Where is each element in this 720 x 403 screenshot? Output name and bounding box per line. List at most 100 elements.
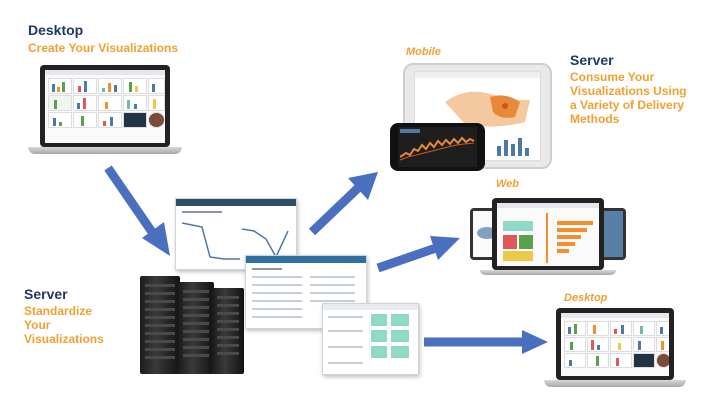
viz-thumb bbox=[633, 337, 655, 352]
rack-slot bbox=[183, 354, 209, 357]
phone-display bbox=[398, 127, 477, 167]
card-line bbox=[252, 300, 302, 302]
laptop-screen bbox=[556, 308, 674, 380]
rack-slot bbox=[217, 336, 239, 339]
viz-thumb bbox=[73, 78, 97, 94]
viz-thumb bbox=[656, 353, 669, 368]
phone bbox=[390, 123, 485, 171]
heatmap-cell bbox=[391, 330, 409, 342]
viz-thumb bbox=[48, 112, 72, 128]
viz-thumb bbox=[587, 337, 609, 352]
app-toolbar bbox=[497, 203, 599, 208]
viz-thumb bbox=[564, 353, 586, 368]
monitor-center-display bbox=[497, 203, 599, 266]
viz-thumb bbox=[123, 112, 147, 128]
rack-slot bbox=[145, 316, 175, 319]
app-toolbar bbox=[415, 72, 540, 78]
arrow-desktop-to-server bbox=[104, 165, 170, 256]
desktop-top-title: Desktop bbox=[28, 22, 84, 38]
viz-thumb bbox=[123, 95, 147, 111]
rack-slot bbox=[145, 300, 175, 303]
viz-thumb bbox=[148, 95, 165, 111]
card-line bbox=[252, 284, 302, 286]
viz-thumb bbox=[610, 321, 632, 336]
arrow-to-mobile bbox=[308, 172, 378, 236]
viz-thumb bbox=[73, 95, 97, 111]
server-left-line-2: Your bbox=[24, 318, 51, 332]
rack-slot bbox=[183, 330, 209, 333]
rack-slot bbox=[145, 348, 175, 351]
card-line bbox=[252, 308, 302, 310]
rack-slot bbox=[217, 296, 239, 299]
rack-slot bbox=[145, 324, 175, 327]
viz-thumb bbox=[656, 321, 669, 336]
rack-slot bbox=[183, 298, 209, 301]
laptop-base bbox=[28, 147, 182, 154]
desktop-top-subtitle: Create Your Visualizations bbox=[28, 41, 179, 55]
card-line-chart bbox=[181, 222, 289, 260]
laptop-screen bbox=[40, 65, 170, 147]
viz-thumb bbox=[564, 337, 586, 352]
map-viz bbox=[445, 91, 530, 127]
monitor-right-display bbox=[603, 211, 623, 257]
heatmap-cell bbox=[371, 330, 387, 342]
server-right-title: Server bbox=[570, 52, 614, 68]
card-line bbox=[252, 276, 302, 278]
server-right-line-2: Visualizations Using bbox=[570, 84, 687, 98]
viz-thumb bbox=[98, 95, 122, 111]
viz-thumb bbox=[610, 337, 632, 352]
server-rack bbox=[212, 288, 244, 374]
viz-thumb bbox=[587, 353, 609, 368]
viz-thumb bbox=[587, 321, 609, 336]
viz-thumb bbox=[48, 95, 72, 111]
rack-slot bbox=[145, 284, 175, 287]
rack-slot bbox=[145, 332, 175, 335]
server-rack bbox=[178, 282, 214, 374]
card-header bbox=[176, 199, 296, 206]
card-line bbox=[310, 284, 355, 286]
dashboard-card-3 bbox=[322, 303, 419, 375]
app-toolbar bbox=[561, 313, 669, 318]
rack-slot bbox=[145, 340, 175, 343]
viz-thumb bbox=[98, 112, 122, 128]
viz-thumb bbox=[656, 337, 669, 352]
rack-slot bbox=[183, 346, 209, 349]
card-line bbox=[328, 346, 363, 348]
card-line bbox=[252, 316, 302, 318]
rack-slot bbox=[217, 304, 239, 307]
web-dashboard-viz bbox=[503, 213, 593, 263]
monitor-right bbox=[600, 208, 626, 260]
viz-thumb bbox=[123, 78, 147, 94]
viz-thumb bbox=[633, 321, 655, 336]
laptop-display bbox=[561, 313, 669, 376]
server-rack bbox=[140, 276, 180, 374]
server-left-subtitle: Standardize Your Visualizations bbox=[24, 304, 104, 346]
viz-thumb bbox=[148, 78, 165, 94]
card-line bbox=[252, 268, 282, 270]
viz-thumb bbox=[98, 78, 122, 94]
card-line bbox=[310, 292, 355, 294]
heatmap-cell bbox=[391, 346, 409, 358]
rack-slot bbox=[183, 314, 209, 317]
viz-thumb bbox=[73, 112, 97, 128]
rack-slot bbox=[217, 320, 239, 323]
card-line bbox=[310, 276, 355, 278]
rack-slot bbox=[217, 352, 239, 355]
desktop-bottom-label: Desktop bbox=[564, 292, 608, 304]
card-header bbox=[323, 304, 418, 310]
app-toolbar bbox=[45, 70, 165, 75]
card-line bbox=[252, 292, 302, 294]
viz-thumb bbox=[148, 112, 165, 128]
rack-slot bbox=[145, 356, 175, 359]
viz-thumb bbox=[633, 353, 655, 368]
viz-thumb bbox=[48, 78, 72, 94]
laptop-base bbox=[544, 380, 686, 387]
server-left-line-1: Standardize bbox=[24, 304, 93, 318]
rack-slot bbox=[217, 344, 239, 347]
card-line bbox=[310, 300, 355, 302]
arrow-to-desktop-bottom bbox=[424, 330, 548, 354]
arrow-to-web bbox=[376, 236, 460, 273]
web-label: Web bbox=[496, 178, 520, 190]
server-left-line-3: Visualizations bbox=[24, 332, 104, 346]
mobile-label: Mobile bbox=[406, 46, 441, 58]
